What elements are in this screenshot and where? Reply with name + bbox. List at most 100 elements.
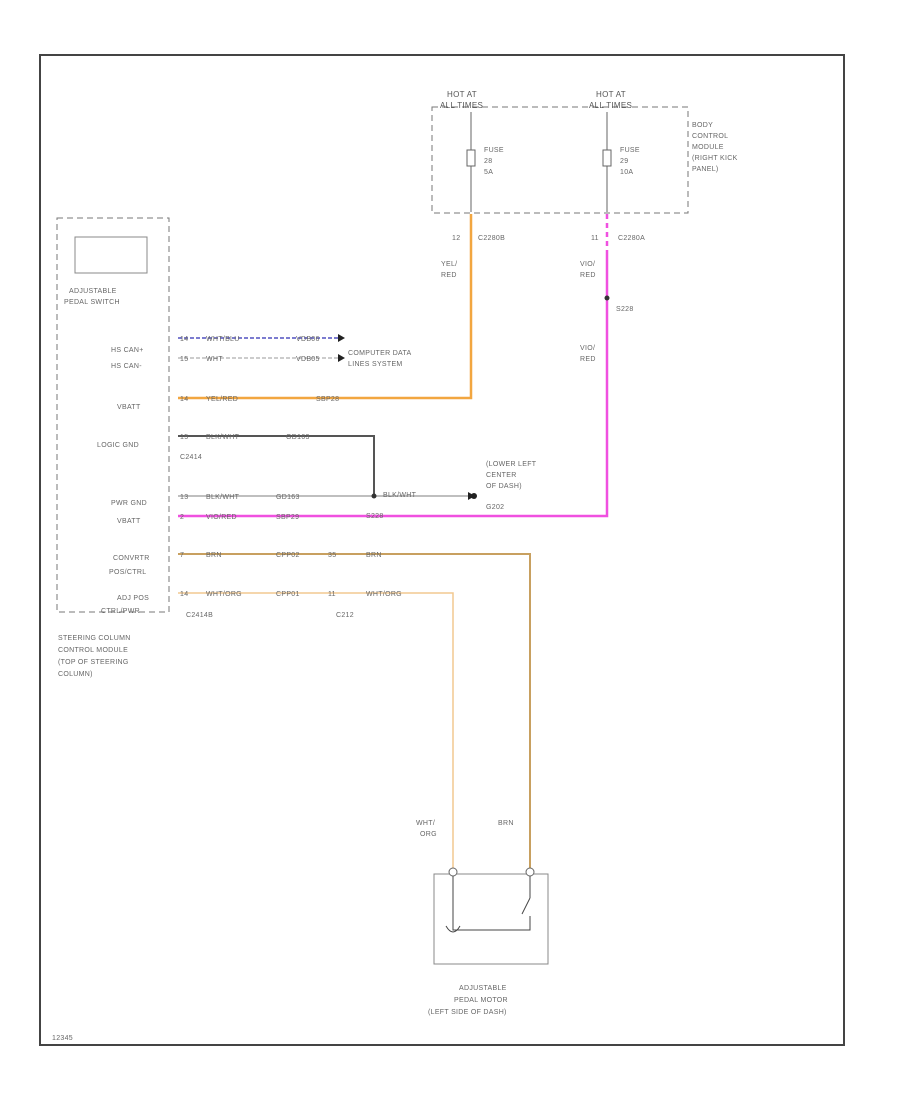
diagram-frame <box>39 54 845 1046</box>
row-circuit-7: CPP01 <box>276 591 300 598</box>
ground-wire-label: BLK/WHT <box>383 492 417 499</box>
sccm-outline <box>56 217 170 613</box>
row-pin-3: 15 <box>180 434 188 441</box>
row-circuit-4: GD163 <box>276 494 300 501</box>
row-pin-7: 14 <box>180 591 188 598</box>
body-control-module: HOT AT ALL TIMES HOT AT ALL TIMES FUSE 2… <box>431 90 738 242</box>
fuse-left-label: FUSE <box>484 147 504 154</box>
wire-label-wht-org-2: ORG <box>420 831 437 838</box>
can-label-2: LINES SYSTEM <box>348 361 403 368</box>
ground-terminal <box>471 493 477 499</box>
row-wire-3: BLK/WHT <box>206 434 240 441</box>
ground-label-3: OF DASH) <box>486 483 522 490</box>
wire-brn <box>178 553 531 870</box>
bcm-label-3: MODULE <box>692 144 724 151</box>
row-wire-4: BLK/WHT <box>206 494 240 501</box>
fuse-left-rating: 5A <box>484 169 493 176</box>
c2414-label: C2414 <box>180 454 202 461</box>
wire-logic-gnd <box>178 435 375 496</box>
fuse-right-number: 29 <box>620 158 628 165</box>
row-wire-2: YEL/RED <box>206 396 238 403</box>
sccm-label-2: CONTROL MODULE <box>58 647 128 654</box>
hot-label-left-1: HOT AT <box>447 90 477 99</box>
row-name-hs-can-plus: HS CAN+ <box>111 347 144 354</box>
bcm-pin-left: 12 <box>452 235 460 242</box>
row-circuit-3: GD163 <box>286 434 310 441</box>
wire-label-vio-red-2: RED <box>580 272 596 279</box>
row-pin-6: 7 <box>180 552 184 559</box>
bcm-connector-right: C2280A <box>618 235 645 242</box>
row-pin-5: 2 <box>180 514 184 521</box>
row-pin-0: 14 <box>180 336 188 343</box>
bcm-label-5: PANEL) <box>692 166 719 173</box>
arrow-can-low <box>338 354 345 362</box>
bcm-outline <box>431 106 689 214</box>
splice-dot <box>604 295 610 301</box>
c212-label: C212 <box>336 612 354 619</box>
row-name-logic-gnd: LOGIC GND <box>97 442 139 449</box>
hot-label-right-2: ALL TIMES <box>589 101 632 110</box>
can-label-1: COMPUTER DATA <box>348 350 412 357</box>
fuse-right-rating: 10A <box>620 169 633 176</box>
wire-wht-org <box>178 592 454 870</box>
motor-coil-icon <box>445 925 461 933</box>
row-pin-4: 13 <box>180 494 188 501</box>
ground-label-4: G202 <box>486 504 504 511</box>
bcm-label-2: CONTROL <box>692 133 728 140</box>
adjustable-pedal-motor: ADJUSTABLE PEDAL MOTOR (LEFT SIDE OF DAS… <box>428 867 549 1016</box>
bcm-pin-right: 11 <box>591 235 599 242</box>
motor-terminal-right <box>525 867 535 877</box>
wire-label-vio-red-3: VIO/ <box>580 345 595 352</box>
ground-label-2: CENTER <box>486 472 517 479</box>
fuse-left-icon <box>466 149 476 167</box>
row-circuit-5: SBP29 <box>276 514 299 521</box>
wire-yel-red <box>178 214 473 400</box>
diagram-id: 12345 <box>52 1035 73 1042</box>
row-wire2-6: BRN <box>366 552 382 559</box>
c2414b-label: C2414B <box>186 612 213 619</box>
fuse-left-number: 28 <box>484 158 492 165</box>
row-circuit-1: VDB05 <box>296 356 320 363</box>
hot-label-right-1: HOT AT <box>596 90 626 99</box>
motor-internal-wiring <box>452 876 531 931</box>
switch-label-1: ADJUSTABLE <box>69 288 117 295</box>
row-name-hs-can-minus: HS CAN- <box>111 363 142 370</box>
row-name-vbatt-1: VBATT <box>117 404 141 411</box>
motor-terminal-left <box>448 867 458 877</box>
steering-column-control-module: ADJUSTABLE PEDAL SWITCH HS CAN+ HS CAN- … <box>56 217 402 678</box>
pedal-switch-box <box>74 236 148 274</box>
bcm-connector-left: C2280B <box>478 235 505 242</box>
row-circuit-2: SBP28 <box>316 396 339 403</box>
row-wire-7: WHT/ORG <box>206 591 242 598</box>
motor-label-2: PEDAL MOTOR <box>454 997 508 1004</box>
arrow-can-high <box>338 334 345 342</box>
row-wire-0: WHT/BLU <box>206 336 240 343</box>
sccm-label-4: COLUMN) <box>58 671 93 678</box>
bcm-label-4: (RIGHT KICK <box>692 155 738 162</box>
row-wire-6: BRN <box>206 552 222 559</box>
row-circuit-0: VDB06 <box>296 336 320 343</box>
row-name-convrtr: CONVRTR <box>113 555 150 562</box>
row-name-vbatt-2: VBATT <box>117 518 141 525</box>
row-pin2-7: 11 <box>328 591 336 598</box>
wire-label-yel-red-2: RED <box>441 272 457 279</box>
motor-label-1: ADJUSTABLE <box>459 985 507 992</box>
wire-vio-red <box>178 250 609 518</box>
row-name-pwr-gnd: PWR GND <box>111 500 147 507</box>
wire-label-vio-red-4: RED <box>580 356 596 363</box>
ground-label-1: (LOWER LEFT <box>486 461 537 468</box>
row-wire-1: WHT <box>206 356 223 363</box>
ground-splice-label: S228 <box>366 513 384 520</box>
bcm-label-1: BODY <box>692 122 713 129</box>
sccm-label-1: STEERING COLUMN <box>58 635 131 642</box>
motor-box <box>433 873 549 965</box>
row-pin-1: 15 <box>180 356 188 363</box>
row-name-convrtr-2: POS/CTRL <box>109 569 146 576</box>
wire-label-brn: BRN <box>498 820 514 827</box>
row-circuit-6: CPP02 <box>276 552 300 559</box>
switch-label-2: PEDAL SWITCH <box>64 299 120 306</box>
sccm-label-3: (TOP OF STEERING <box>58 659 129 666</box>
row-name-adj-pos: ADJ POS <box>117 595 149 602</box>
row-name-adj-pos-2: CTRL/PWR <box>101 608 140 615</box>
